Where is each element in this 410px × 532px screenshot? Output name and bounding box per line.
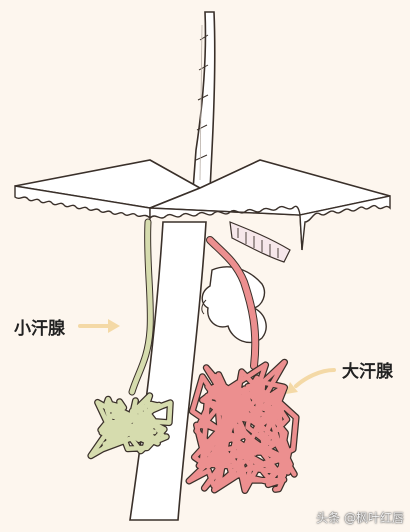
watermark: 头条 @枫叶红唇 — [316, 511, 404, 525]
small-sweat-gland-coil — [87, 392, 174, 460]
skin-surface — [14, 159, 391, 251]
sebaceous-ridge — [229, 221, 291, 263]
arrow-right-icon — [78, 319, 120, 333]
small-sweat-gland-label: 小汗腺 — [14, 319, 65, 339]
large-sweat-gland-label: 大汗腺 — [342, 362, 393, 382]
large-sweat-gland-coil — [185, 358, 300, 494]
small-sweat-gland — [87, 218, 174, 460]
large-sweat-gland — [185, 236, 300, 494]
hair-shaft — [192, 11, 216, 191]
arrow-left-icon — [286, 368, 336, 394]
